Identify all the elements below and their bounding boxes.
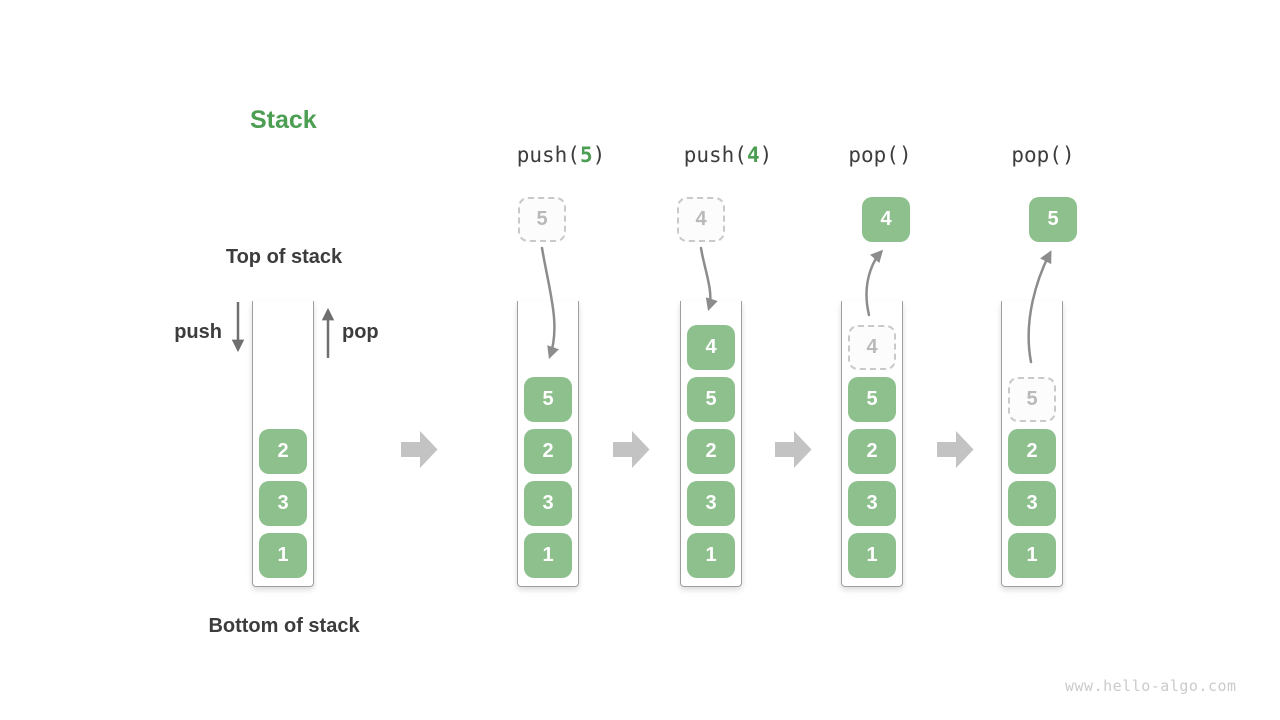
operation-label-push-4: push(4) (628, 143, 828, 167)
transition-arrow-icon (775, 431, 812, 468)
stack-block: 1 (259, 533, 307, 578)
stack-container: 5 2 3 1 (1001, 301, 1063, 587)
stack-container: 2 3 1 (252, 301, 314, 587)
stack-block: 1 (1008, 533, 1056, 578)
stack-container: 5 2 3 1 (517, 301, 579, 587)
operation-label-pop-2: pop() (943, 143, 1143, 167)
stack-container: 4 5 2 3 1 (841, 301, 903, 587)
stack-block: 1 (687, 533, 735, 578)
popped-value-box: 4 (862, 197, 910, 242)
stack-block: 2 (848, 429, 896, 474)
push-4-motion-arrow-icon (699, 246, 718, 311)
op-text: pop( (848, 143, 899, 167)
stack-block: 5 (848, 377, 896, 422)
op-text: ) (898, 143, 912, 167)
op-arg: 4 (746, 143, 760, 167)
transition-arrow-icon (613, 431, 650, 468)
pop-label: pop (342, 321, 379, 343)
op-text: ) (759, 143, 773, 167)
diagram-title: Stack (250, 106, 317, 134)
op-text: push( (516, 143, 580, 167)
bottom-of-stack-label: Bottom of stack (208, 615, 360, 637)
stack-block: 3 (259, 481, 307, 526)
op-text: push( (683, 143, 747, 167)
watermark: www.hello-algo.com (1065, 677, 1237, 695)
stack-block: 3 (687, 481, 735, 526)
incoming-value-box: 4 (677, 197, 725, 242)
op-text: ) (592, 143, 606, 167)
stack-block: 2 (524, 429, 572, 474)
transition-arrow-icon (937, 431, 974, 468)
op-text: pop( (1011, 143, 1062, 167)
stack-block: 1 (524, 533, 572, 578)
stack-block: 5 (687, 377, 735, 422)
stack-block: 3 (524, 481, 572, 526)
operation-label-pop-1: pop() (780, 143, 980, 167)
op-arg: 5 (579, 143, 593, 167)
popped-value-box: 5 (1029, 197, 1077, 242)
top-of-stack-label: Top of stack (225, 246, 343, 268)
incoming-value-box: 5 (518, 197, 566, 242)
stack-block: 2 (687, 429, 735, 474)
operation-label-push-5: push(5) (461, 143, 661, 167)
stack-block: 3 (848, 481, 896, 526)
stack-block: 3 (1008, 481, 1056, 526)
ghost-slot: 5 (1008, 377, 1056, 422)
stack-block: 2 (1008, 429, 1056, 474)
stack-block: 1 (848, 533, 896, 578)
push-label: push (174, 321, 222, 343)
stack-container: 4 5 2 3 1 (680, 301, 742, 587)
stack-block: 5 (524, 377, 572, 422)
transition-arrow-icon (401, 431, 438, 468)
stack-block: 2 (259, 429, 307, 474)
ghost-slot: 4 (848, 325, 896, 370)
op-text: ) (1061, 143, 1075, 167)
stack-block: 4 (687, 325, 735, 370)
